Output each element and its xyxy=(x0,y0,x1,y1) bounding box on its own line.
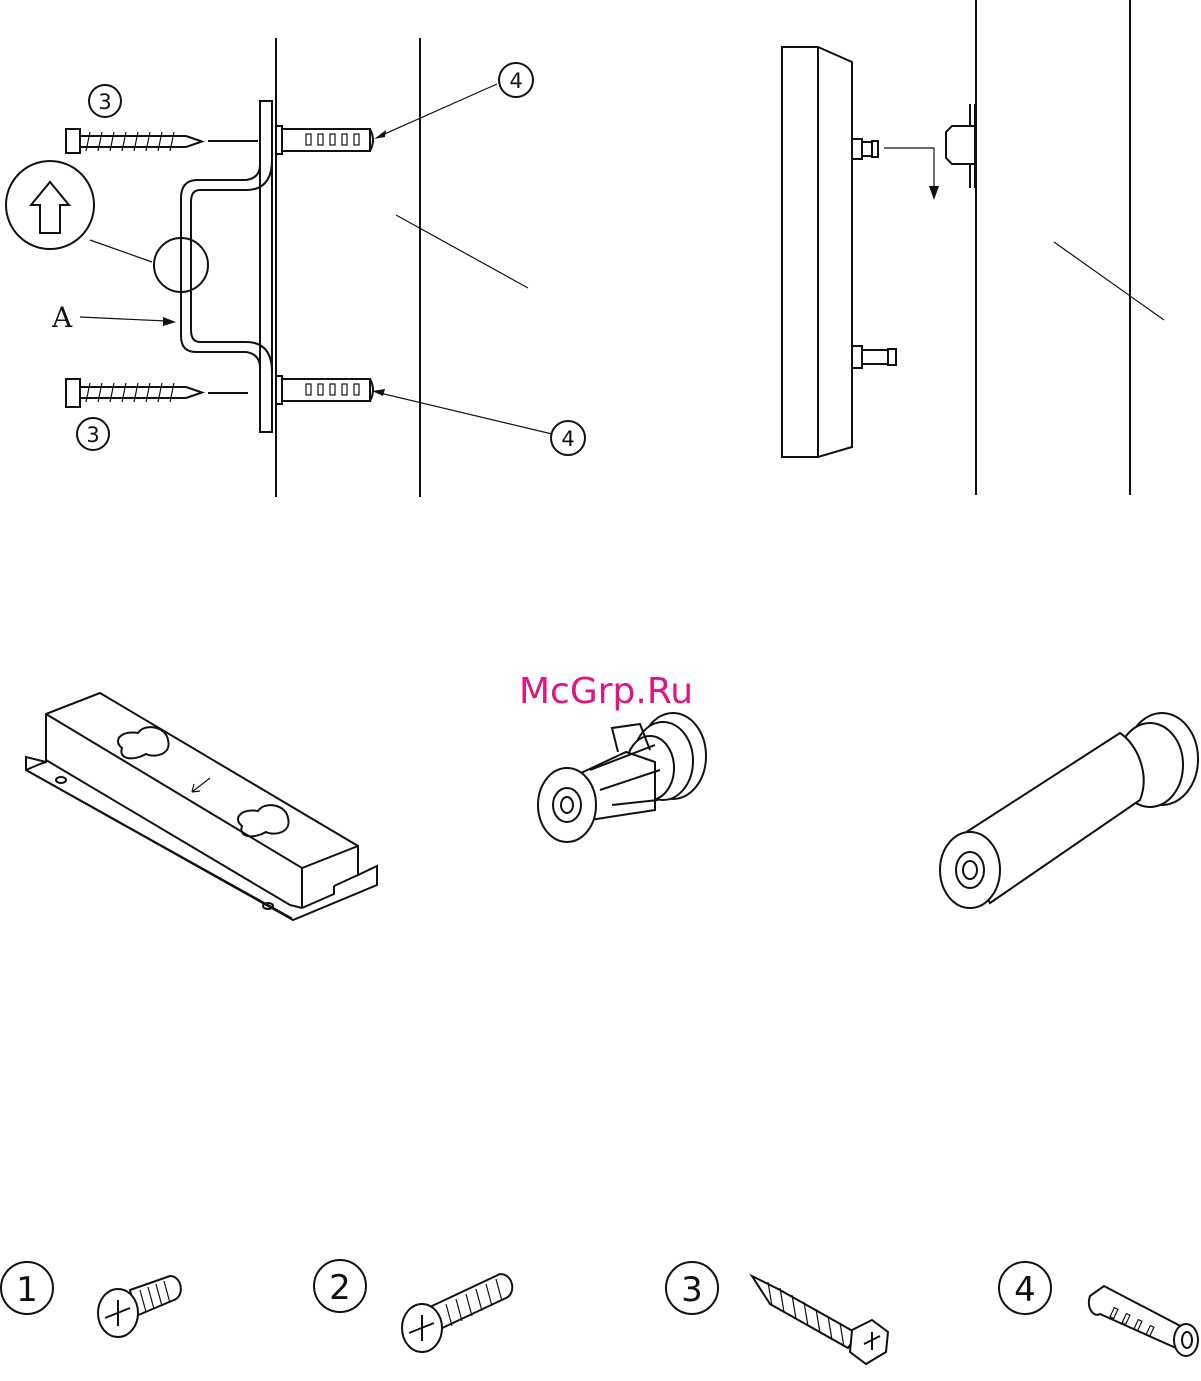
svg-text:3: 3 xyxy=(86,423,99,447)
callout-4-lower: 4 xyxy=(551,421,585,455)
anchor-callout-leader-upper xyxy=(380,84,497,136)
svg-text:4: 4 xyxy=(561,427,574,451)
svg-text:2: 2 xyxy=(329,1268,351,1308)
unit-hanging-diagram xyxy=(782,0,1164,495)
wall-bracket-side-view xyxy=(946,104,975,188)
part-1-callout: 1 xyxy=(1,1262,53,1314)
upper-mounting-pin xyxy=(852,139,878,159)
parts-list: 1 2 3 xyxy=(1,1260,1198,1364)
lower-mounting-pin xyxy=(852,346,896,368)
leader-arrowhead xyxy=(163,317,176,326)
upper-wall-anchor xyxy=(276,126,373,154)
label-a-leader xyxy=(80,317,166,321)
watermark-text: McGrp.Ru xyxy=(519,671,693,712)
callout-3-lower: 3 xyxy=(77,418,109,450)
svg-text:4: 4 xyxy=(1014,1270,1036,1310)
svg-text:3: 3 xyxy=(98,90,111,114)
leader-arrowhead xyxy=(374,130,386,139)
part-4-callout: 4 xyxy=(999,1262,1051,1314)
long-pan-head-screw-icon xyxy=(402,1274,512,1352)
wall-bracket-profile xyxy=(181,101,272,432)
part-2-callout: 2 xyxy=(314,1260,366,1312)
wall-hatch-line xyxy=(396,215,528,288)
upper-wood-screw xyxy=(66,129,258,153)
detail-leader xyxy=(90,240,152,262)
svg-text:1: 1 xyxy=(16,1270,38,1310)
part-3-callout: 3 xyxy=(666,1262,718,1314)
svg-text:3: 3 xyxy=(681,1270,703,1310)
lower-wall-anchor xyxy=(276,376,373,404)
bracket-isometric-drawing xyxy=(26,693,377,920)
wall-anchor-icon xyxy=(1089,1286,1198,1356)
anchor-callout-leader-lower xyxy=(380,393,552,434)
label-a: A xyxy=(51,301,73,334)
arrowhead xyxy=(929,186,939,200)
callout-3-upper: 3 xyxy=(89,85,121,117)
lower-wood-screw xyxy=(66,379,248,407)
wall-hatch-line xyxy=(1054,242,1164,320)
up-arrow-icon xyxy=(6,161,94,249)
callout-4-upper: 4 xyxy=(499,63,533,97)
pan-head-screw-icon xyxy=(98,1276,181,1337)
long-pin-isometric-drawing xyxy=(940,713,1198,908)
unit-body-side-view xyxy=(782,47,852,457)
bracket-wall-mount-diagram: 3 3 4 4 A xyxy=(6,38,585,497)
hang-direction-arrow xyxy=(884,148,934,190)
hex-head-wood-screw-icon xyxy=(752,1276,888,1364)
svg-text:4: 4 xyxy=(509,69,522,93)
short-pin-isometric-drawing xyxy=(538,713,706,842)
